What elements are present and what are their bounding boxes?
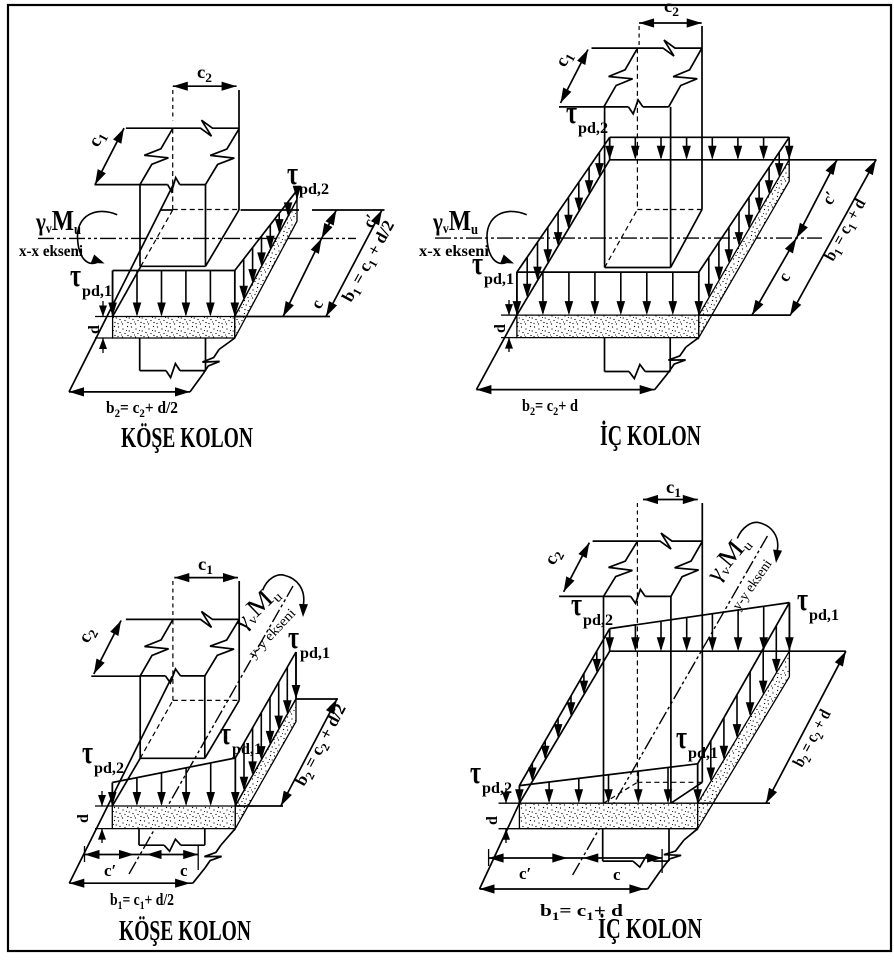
svg-text:İÇ KOLON: İÇ KOLON (598, 912, 702, 945)
svg-text:KÖŞE KOLON: KÖŞE KOLON (119, 915, 251, 947)
svg-text:x-x ekseni: x-x ekseni (19, 243, 84, 260)
svg-text:pd,1: pd,1 (82, 283, 112, 300)
svg-text:d: d (75, 814, 92, 823)
svg-text:pd,2: pd,2 (299, 181, 329, 198)
svg-text:γvMu: γvMu (432, 206, 478, 238)
svg-text:pd,1: pd,1 (232, 741, 262, 758)
svg-text:b1= c1+ d/2: b1= c1+ d/2 (110, 890, 174, 912)
svg-text:c′: c′ (519, 864, 531, 883)
svg-text:τ: τ (288, 620, 299, 656)
svg-text:d: d (86, 325, 103, 334)
svg-text:c: c (613, 865, 621, 884)
svg-text:τ: τ (797, 582, 808, 618)
svg-text:τ: τ (70, 258, 81, 294)
svg-text:pd,2: pd,2 (578, 120, 608, 137)
svg-text:τ: τ (287, 156, 298, 192)
svg-text:c′: c′ (104, 861, 116, 880)
svg-text:τ: τ (566, 95, 577, 131)
svg-text:τ: τ (220, 716, 231, 752)
svg-text:KÖŞE KOLON: KÖŞE KOLON (121, 422, 253, 454)
svg-text:pd,1: pd,1 (809, 607, 839, 624)
svg-text:d: d (492, 324, 509, 333)
svg-text:x-x ekseni: x-x ekseni (419, 243, 490, 260)
svg-text:c2: c2 (664, 0, 679, 19)
svg-text:τ: τ (472, 246, 483, 282)
svg-text:c1: c1 (666, 477, 681, 500)
svg-text:pd,1: pd,1 (484, 271, 514, 288)
svg-text:pd,2: pd,2 (94, 760, 124, 777)
svg-text:b1= c1+ d: b1= c1+ d (540, 901, 624, 923)
svg-text:pd,2: pd,2 (583, 612, 613, 629)
svg-text:τ: τ (676, 720, 687, 756)
svg-text:c2: c2 (197, 62, 212, 85)
svg-text:τ: τ (571, 587, 582, 623)
svg-text:τ: τ (470, 755, 481, 791)
svg-text:pd,1: pd,1 (300, 645, 330, 662)
svg-text:b2= c2+ d: b2= c2+ d (522, 396, 578, 418)
svg-text:b2= c2+ d/2: b2= c2+ d/2 (106, 398, 178, 420)
svg-text:İÇ KOLON: İÇ KOLON (600, 419, 701, 452)
svg-text:c1: c1 (198, 554, 213, 577)
svg-text:τ: τ (82, 735, 93, 771)
svg-text:c: c (180, 861, 188, 880)
svg-text:d: d (484, 816, 501, 825)
